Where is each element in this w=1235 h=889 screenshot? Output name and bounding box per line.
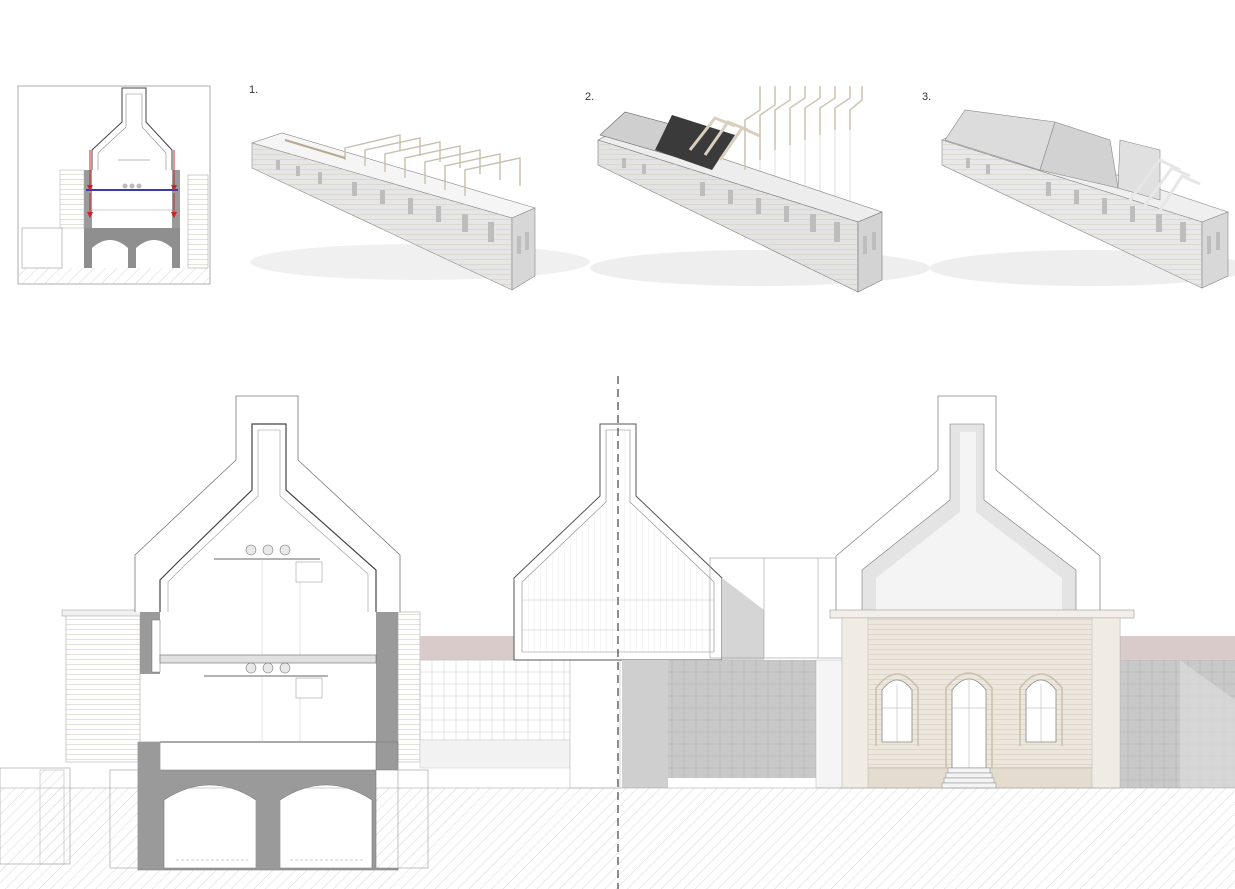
building-elevation bbox=[622, 395, 1235, 789]
step-label-3: 3. bbox=[922, 91, 931, 103]
axonometric-step-1 bbox=[250, 132, 590, 291]
step-label-2: 2. bbox=[585, 91, 594, 103]
gable-section bbox=[513, 423, 723, 661]
axonometric-step-2 bbox=[590, 86, 930, 293]
axonometric-step-3 bbox=[930, 109, 1235, 289]
step-label-1: 1. bbox=[249, 84, 258, 96]
small-section-diagram bbox=[17, 85, 211, 285]
building-section bbox=[0, 395, 429, 871]
